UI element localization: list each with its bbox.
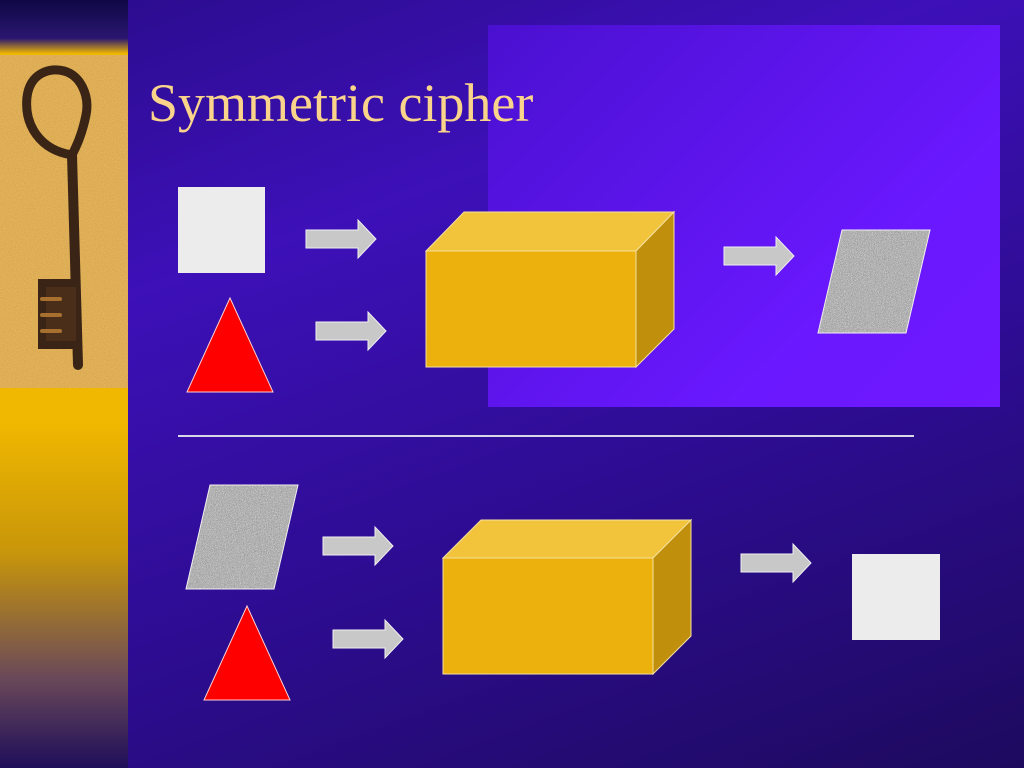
right-arrow-icon [332,618,404,660]
plaintext-square-icon [852,554,940,640]
cipher-box-icon [424,210,676,369]
right-arrow-icon [305,218,377,260]
right-arrow-icon [740,542,812,584]
right-arrow-icon [322,525,394,567]
key-triangle-icon [186,296,274,393]
ciphertext-noise-parallelogram-icon [185,484,299,590]
slide-title: Symmetric cipher [148,73,534,133]
skeleton-key-photo [0,55,128,388]
right-arrow-icon [315,310,387,352]
plaintext-square-icon [178,187,265,273]
right-arrow-icon [723,235,795,277]
key-icon [22,65,92,370]
decryption-row [185,484,940,701]
ciphertext-noise-parallelogram-icon [817,229,931,334]
cipher-box-icon [441,518,693,676]
key-triangle-icon [203,604,291,701]
encryption-row [178,187,931,393]
